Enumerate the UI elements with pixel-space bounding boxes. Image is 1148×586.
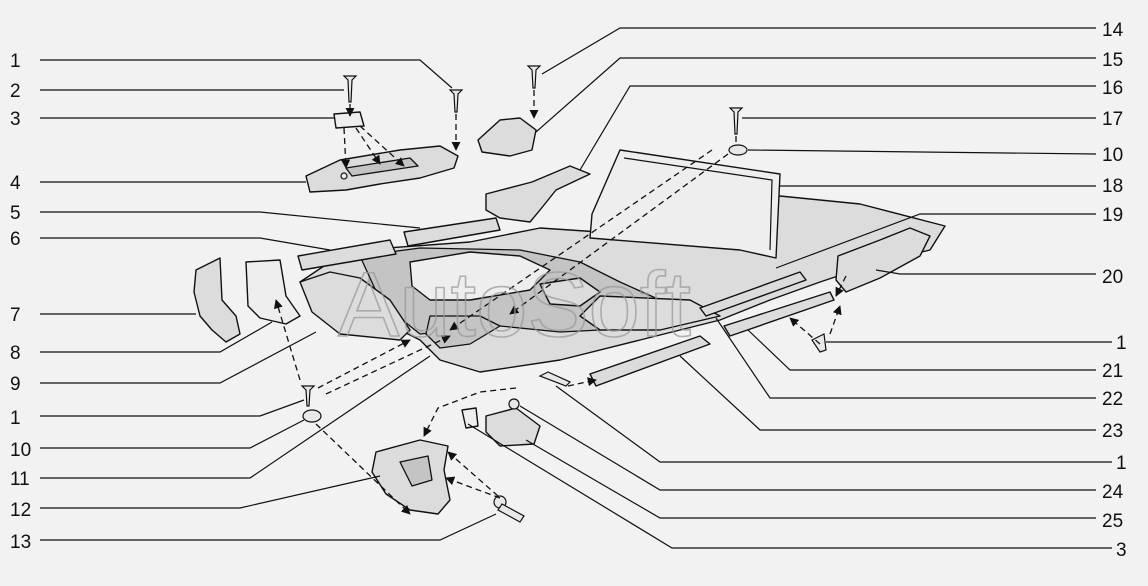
callout-label: 12 [10, 500, 31, 521]
washer-10-left [302, 409, 322, 423]
callout-label: 10 [10, 440, 31, 461]
callout-label: 22 [1102, 389, 1123, 410]
clip-3-bottom [461, 407, 479, 429]
callout-label: 1 [1116, 333, 1127, 354]
right-callouts: 14 15 16 17 10 18 19 20 1 21 22 23 1 24 … [467, 20, 1127, 561]
callout-label: 25 [1102, 511, 1123, 532]
left-sill-trim [245, 259, 301, 325]
watermark-text: AutoSoft [338, 254, 691, 356]
left-callouts: 1 2 3 4 5 6 7 8 9 1 10 11 12 13 [10, 51, 497, 553]
floor-rails [297, 217, 501, 271]
clip-part-3 [333, 111, 365, 129]
callout-label: 18 [1102, 176, 1123, 197]
callout-label: 10 [1102, 145, 1123, 166]
screw-2 [342, 75, 358, 103]
screw-24 [508, 398, 520, 410]
washer-10-top [728, 144, 748, 156]
rear-wheel-arch-trim [371, 439, 451, 515]
floor-carpet [299, 195, 946, 373]
callout-label: 7 [10, 305, 21, 326]
callout-label: 16 [1102, 78, 1123, 99]
rear-seatback-panel [589, 149, 781, 259]
callout-label: 14 [1102, 20, 1124, 41]
assembly-dashes [273, 90, 847, 515]
callout-label: 13 [10, 532, 31, 553]
sill-strips [589, 271, 835, 387]
callout-label: 8 [10, 343, 21, 364]
screw-1-top [448, 89, 464, 113]
left-pillar-trim [193, 257, 241, 343]
callout-label: 24 [1102, 482, 1124, 503]
callout-label: 1 [10, 408, 21, 429]
push-rivet-13 [493, 495, 525, 523]
screw-1-left [300, 385, 316, 407]
screw-17 [728, 107, 744, 135]
callout-label: 23 [1102, 421, 1123, 442]
left-rear-trim-16 [485, 165, 591, 223]
callout-label: 1 [1116, 453, 1127, 474]
callout-label: 6 [10, 229, 21, 250]
callout-label: 17 [1102, 109, 1123, 130]
callout-label: 2 [10, 81, 21, 102]
callout-label: 1 [10, 51, 21, 72]
screw-14 [526, 65, 542, 89]
callout-label: 15 [1102, 50, 1123, 71]
callout-label: 11 [10, 469, 30, 490]
callout-label: 5 [10, 203, 21, 224]
callout-label: 4 [10, 173, 21, 194]
screw-1-bottom [538, 371, 572, 387]
callout-label: 3 [10, 109, 21, 130]
callout-label: 9 [10, 374, 21, 395]
callout-label: 20 [1102, 267, 1123, 288]
dome-cover-15 [477, 117, 537, 157]
front-tunnel-cover [305, 145, 459, 193]
callout-label: 21 [1102, 361, 1123, 382]
callout-label: 3 [1116, 540, 1127, 561]
right-rear-trim-20 [835, 227, 931, 293]
callout-label: 19 [1102, 205, 1123, 226]
